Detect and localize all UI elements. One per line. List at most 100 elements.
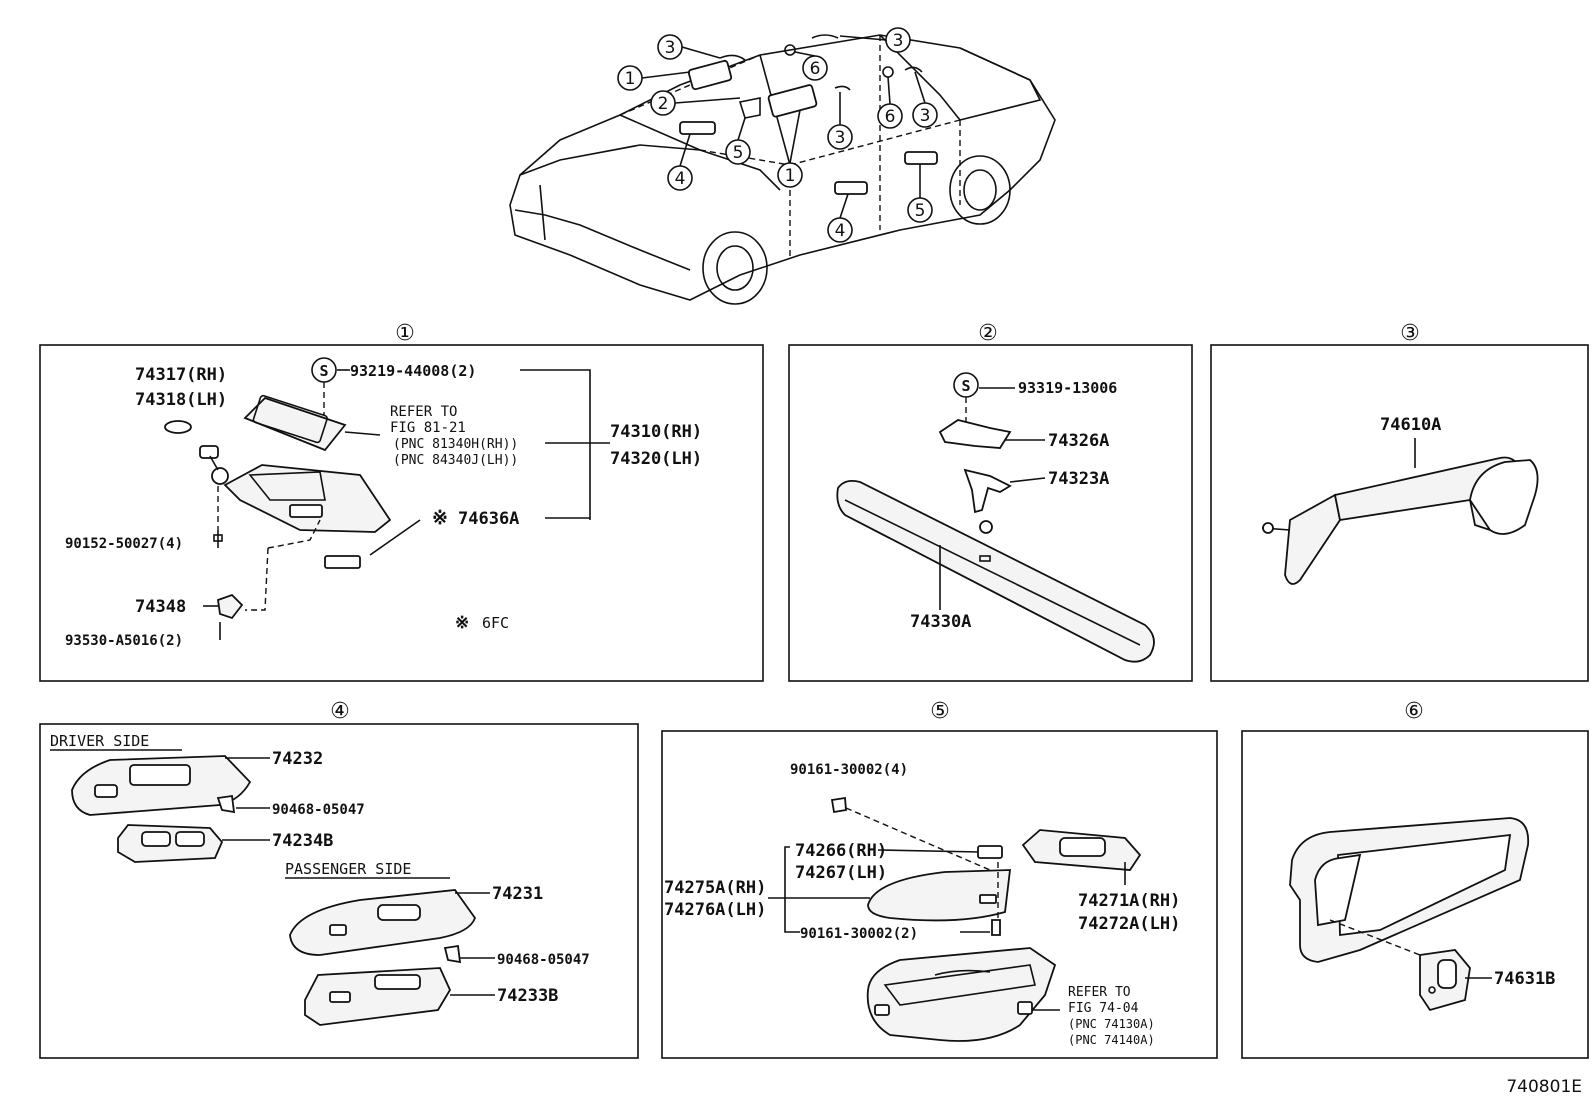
refer-3: (PNC 81340H(RH)) xyxy=(393,437,518,452)
label-74272a: 74272A(LH) xyxy=(1078,914,1180,934)
callout-circle xyxy=(650,90,676,116)
label-74231: 74231 xyxy=(492,884,543,904)
panel-3-number: ③ xyxy=(1400,321,1420,346)
label-74317: 74317(RH) xyxy=(135,365,227,385)
panel-2-frame xyxy=(788,344,1193,682)
panel-4: ④ DRIVER SIDE 74232 90468-05047 74234B P… xyxy=(39,699,639,1059)
panel-6-number: ⑥ xyxy=(1404,699,1424,724)
label-74318: 74318(LH) xyxy=(135,390,227,410)
label-74271a: 74271A(RH) xyxy=(1078,891,1180,911)
label-74631b: 74631B xyxy=(1494,969,1555,989)
refer-4: (PNC 84340J(LH)) xyxy=(393,453,518,468)
callout-circle xyxy=(802,55,828,81)
callout-leader xyxy=(839,193,849,219)
label-90161-top: 90161-30002(4) xyxy=(790,762,908,778)
label-74323a: 74323A xyxy=(1048,469,1109,489)
callout-number: 5 xyxy=(915,201,926,221)
panel-5-number: ⑤ xyxy=(930,699,950,724)
callout-circle xyxy=(827,217,853,243)
panel-3: ③ 74610A xyxy=(1210,321,1589,682)
callout-number: 3 xyxy=(920,106,931,126)
panel-5-frame xyxy=(661,730,1218,1059)
label-93319: 93319-13006 xyxy=(1018,379,1117,397)
panel-4-frame xyxy=(39,723,639,1059)
callout-circle xyxy=(885,27,911,53)
label-74266: 74266(RH) xyxy=(795,841,887,861)
label-74348: 74348 xyxy=(135,597,186,617)
label-74234b: 74234B xyxy=(272,831,333,851)
panel-4-number: ④ xyxy=(330,699,350,724)
label-90161-bot: 90161-30002(2) xyxy=(800,926,918,942)
panel-1-frame xyxy=(39,344,764,682)
figure-code: 740801E xyxy=(1506,1077,1582,1097)
callout-circle xyxy=(777,162,803,188)
callout-leader xyxy=(737,117,746,141)
panel-6-frame xyxy=(1241,730,1589,1059)
label-74310: 74310(RH) xyxy=(610,422,702,442)
refer-5-2: FIG 74-04 xyxy=(1068,1001,1139,1016)
callout-number: 3 xyxy=(665,38,676,58)
note-6fc: 6FC xyxy=(482,614,509,632)
callout-leader xyxy=(839,35,887,41)
callout-circle xyxy=(912,102,938,128)
callout-circle xyxy=(657,34,683,60)
callout-leader xyxy=(641,71,691,79)
mark-2: ※ xyxy=(455,613,469,633)
s-symbol-2: S xyxy=(961,377,970,395)
panel-1-number: ① xyxy=(395,321,415,346)
label-74233b: 74233B xyxy=(497,986,558,1006)
s-symbol-1: S xyxy=(319,362,328,380)
label-74320: 74320(LH) xyxy=(610,449,702,469)
callout-number: 6 xyxy=(885,107,896,127)
callout-leader xyxy=(674,97,741,104)
callout-number: 6 xyxy=(810,59,821,79)
callout-leader xyxy=(679,133,691,167)
callout-number: 4 xyxy=(675,169,686,189)
refer-5-3: (PNC 74130A) xyxy=(1068,1017,1155,1031)
refer-2: FIG 81-21 xyxy=(390,420,466,436)
label-93219: 93219-44008(2) xyxy=(350,362,476,380)
callout-circle xyxy=(617,65,643,91)
callout-leader xyxy=(789,109,801,164)
label-74610a: 74610A xyxy=(1380,415,1441,435)
panel-2: ② S 93319-13006 74326A 74323A 74330A xyxy=(788,321,1193,682)
callout-number: 3 xyxy=(835,128,846,148)
callout-number: 3 xyxy=(893,31,904,51)
label-90152: 90152-50027(4) xyxy=(65,536,183,552)
callout-number: 1 xyxy=(785,166,796,186)
refer-5-4: (PNC 74140A) xyxy=(1068,1033,1155,1047)
callout-number: 5 xyxy=(733,143,744,163)
callout-leader xyxy=(794,51,816,57)
callout-number: 4 xyxy=(835,221,846,241)
label-90468-p: 90468-05047 xyxy=(497,952,590,968)
panel-5: ⑤ 90161-30002(4) 74266(RH) 74267(LH) 742… xyxy=(661,699,1218,1059)
callout-leader xyxy=(887,76,891,105)
callout-number: 2 xyxy=(658,94,669,114)
label-74636a: 74636A xyxy=(458,509,519,529)
panel-3-frame xyxy=(1210,344,1589,682)
callout-circle xyxy=(725,139,751,165)
refer-1: REFER TO xyxy=(390,404,457,420)
panel-1: ① 74317(RH) 74318(LH) S 93219-44008(2) R… xyxy=(39,321,764,682)
car-overview xyxy=(509,34,1056,305)
label-74267: 74267(LH) xyxy=(795,863,887,883)
label-90468-d: 90468-05047 xyxy=(272,802,365,818)
panel-6: ⑥ 74631B xyxy=(1241,699,1589,1059)
label-74232: 74232 xyxy=(272,749,323,769)
callout-leader xyxy=(914,71,926,104)
passenger-side-heading: PASSENGER SIDE xyxy=(285,860,411,878)
callout-circle xyxy=(907,197,933,223)
label-93530: 93530-A5016(2) xyxy=(65,633,183,649)
callout-circle xyxy=(667,165,693,191)
label-74276a: 74276A(LH) xyxy=(664,900,766,920)
panel-2-number: ② xyxy=(978,321,998,346)
label-74330a: 74330A xyxy=(910,612,971,632)
mark-1: ※ xyxy=(432,507,448,529)
driver-side-heading: DRIVER SIDE xyxy=(50,732,149,750)
overview-callouts: 3 1 2 5 4 1 6 3 3 6 3 4 5 xyxy=(617,27,938,243)
refer-5-1: REFER TO xyxy=(1068,985,1131,1000)
callout-leader xyxy=(681,46,721,59)
label-74275a: 74275A(RH) xyxy=(664,878,766,898)
callout-number: 1 xyxy=(625,69,636,89)
